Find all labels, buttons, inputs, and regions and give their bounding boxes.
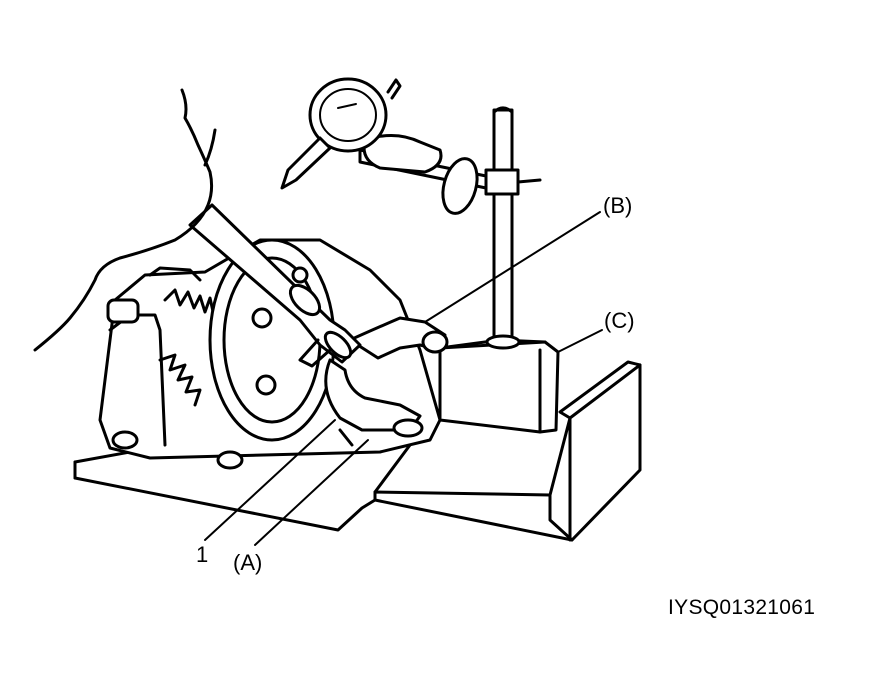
- leader-line-a: [254, 439, 369, 546]
- label-c: (C): [604, 308, 635, 333]
- leader-line-b: [424, 211, 601, 323]
- figure-code: IYSQ01321061: [668, 596, 815, 619]
- tool-1: [188, 203, 362, 368]
- magnetic-base: [438, 338, 560, 434]
- label-a: (A): [233, 550, 262, 575]
- angle-support-c: [373, 360, 642, 542]
- side-gear-holder-a: [324, 316, 449, 438]
- label-1: 1: [196, 542, 208, 567]
- label-b: (B): [603, 193, 632, 218]
- leader-line-c: [557, 329, 603, 353]
- dial-indicator: [280, 77, 402, 190]
- leader-line-1: [204, 419, 336, 541]
- dial-gauge-stand: [358, 106, 542, 350]
- leader-lines: [204, 211, 603, 546]
- hand-outline: [33, 88, 217, 352]
